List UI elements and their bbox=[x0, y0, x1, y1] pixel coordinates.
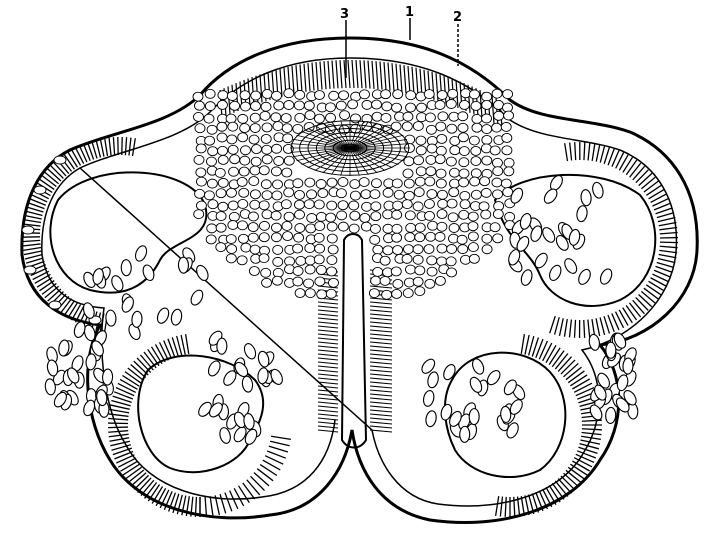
connective-parenchyma bbox=[22, 89, 515, 324]
vascular-bundle bbox=[290, 120, 410, 176]
label-1: 1 bbox=[405, 5, 414, 20]
label-3: 3 bbox=[340, 7, 349, 22]
label-2: 2 bbox=[453, 10, 462, 25]
stomium-gap bbox=[342, 234, 366, 448]
epidermis-outline bbox=[22, 38, 697, 523]
